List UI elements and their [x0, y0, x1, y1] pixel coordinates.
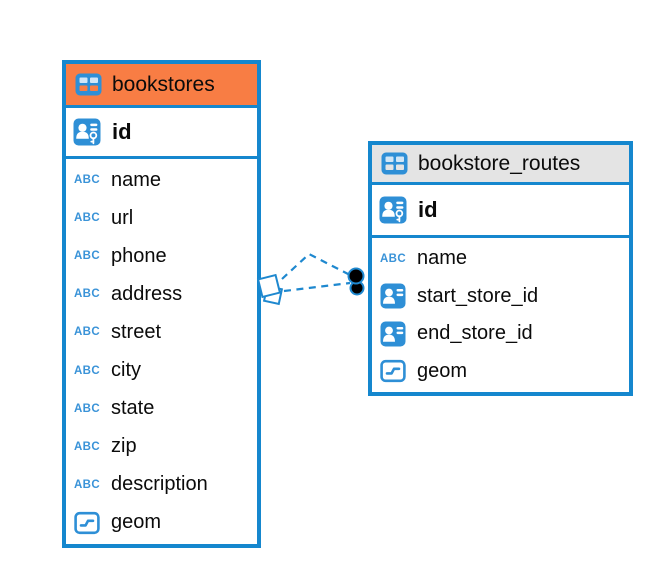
field-name: zip [111, 435, 137, 458]
field-name: id [418, 197, 438, 222]
field-row[interactable]: ABC url [66, 199, 257, 237]
field-row-pk[interactable]: id [372, 185, 629, 238]
field-list: ABC name start_store_id [372, 238, 629, 392]
text-type-icon: ABC [73, 326, 101, 339]
field-row[interactable]: end_store_id [372, 315, 629, 353]
field-row[interactable]: ABC state [66, 390, 257, 428]
field-row[interactable]: ABC address [66, 275, 257, 313]
geometry-type-icon [378, 358, 408, 384]
text-type-icon: ABC [73, 440, 101, 454]
field-row[interactable]: ABC name [372, 240, 629, 278]
field-row[interactable]: ABC description [66, 466, 257, 504]
field-name: start_store_id [417, 284, 539, 307]
field-row[interactable]: ABC city [66, 351, 257, 389]
field-row[interactable]: geom [66, 504, 257, 542]
field-name: address [111, 282, 183, 305]
primary-key-icon [378, 196, 408, 224]
text-type-icon: ABC [73, 211, 101, 225]
field-row[interactable]: start_store_id [372, 278, 629, 316]
relation-diamond-markers[interactable] [256, 273, 284, 306]
relation-dot-markers[interactable] [347, 267, 365, 296]
field-row[interactable]: ABC name [66, 161, 257, 199]
text-type-icon: ABC [379, 252, 407, 266]
table-bookstores[interactable]: bookstores id ABC name [62, 60, 261, 548]
field-name: state [111, 397, 155, 420]
table-icon [379, 152, 409, 175]
primary-key-icon [72, 118, 102, 146]
text-type-icon: ABC [73, 478, 101, 492]
field-name: end_store_id [417, 322, 533, 345]
field-row-pk[interactable]: id [66, 108, 257, 159]
text-type-icon: ABC [73, 173, 101, 187]
field-name: url [111, 206, 134, 229]
field-name: city [111, 359, 141, 382]
field-row[interactable]: ABC zip [66, 428, 257, 466]
field-name: description [111, 473, 208, 496]
field-list: ABC name ABC url ABC phone ABC address A… [66, 159, 257, 544]
text-type-icon: ABC [73, 364, 101, 377]
field-row[interactable]: geom [372, 353, 629, 391]
field-name: street [111, 320, 162, 343]
table-title: bookstore_routes [418, 151, 581, 175]
field-name: name [111, 168, 162, 191]
table-bookstore-routes-header[interactable]: bookstore_routes [372, 145, 629, 185]
field-name: name [417, 247, 468, 270]
field-name: geom [417, 359, 468, 382]
field-name: geom [111, 511, 162, 534]
geometry-type-icon [72, 510, 102, 536]
reference-id-icon [378, 321, 408, 347]
field-row[interactable]: ABC phone [66, 237, 257, 275]
field-name: phone [111, 244, 167, 267]
reference-id-icon [378, 283, 408, 309]
field-name: id [112, 119, 132, 144]
table-icon [73, 73, 103, 96]
relation-line-upper[interactable] [281, 252, 351, 280]
text-type-icon: ABC [73, 249, 101, 263]
table-bookstore-routes[interactable]: bookstore_routes id ABC name [368, 141, 633, 396]
field-row[interactable]: ABC street [66, 313, 257, 351]
relation-lines[interactable] [281, 252, 351, 293]
relation-line-lower[interactable] [283, 281, 351, 293]
text-type-icon: ABC [73, 288, 101, 301]
table-title: bookstores [112, 72, 215, 96]
text-type-icon: ABC [73, 402, 101, 415]
table-bookstores-header[interactable]: bookstores [66, 64, 257, 108]
